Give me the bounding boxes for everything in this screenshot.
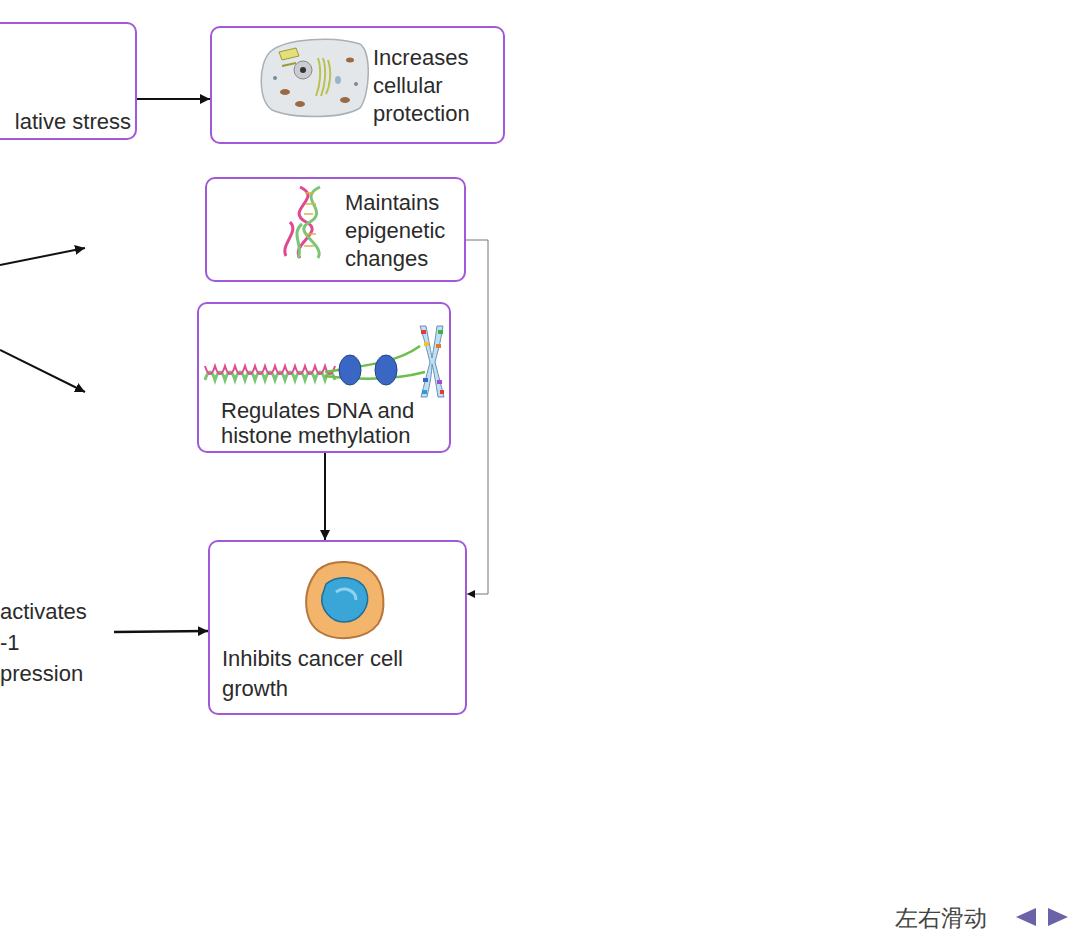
swipe-hint: 左右滑动 [895, 903, 987, 934]
outcome-box: Increases cellular protection [210, 26, 505, 144]
node-text: Inhibits cancer cell growth [222, 644, 442, 704]
outcome-box: Inhibits cancer cell growth [208, 540, 467, 715]
connector-arrow [137, 98, 210, 100]
node-text: Maintains epigenetic changes [345, 189, 463, 273]
cancer-cell-icon [306, 562, 383, 638]
nav-triangle [1048, 908, 1068, 926]
nav-triangle [1016, 908, 1036, 926]
mechanism-text: activates -1 pression [0, 596, 108, 692]
outcome-box: Regulates DNA and histone methylation [197, 302, 451, 453]
cell-icon [261, 39, 368, 116]
process-box: lative stress [0, 22, 137, 140]
node-text: activates -1 pression [0, 596, 108, 689]
connector-arrow [324, 453, 326, 540]
node-text: Increases cellular protection [373, 44, 498, 128]
leader-arrow [0, 248, 85, 265]
leader-arrow [0, 350, 85, 392]
node-text: Regulates DNA and histone methylation [221, 398, 449, 448]
outcome-box: Maintains epigenetic changes [205, 177, 466, 282]
node-text: lative stress [0, 108, 131, 136]
dna-helix-icon [285, 187, 320, 258]
chromatin-icon [205, 326, 444, 397]
connector-arrow [114, 631, 208, 632]
connector-arrow [466, 240, 488, 594]
